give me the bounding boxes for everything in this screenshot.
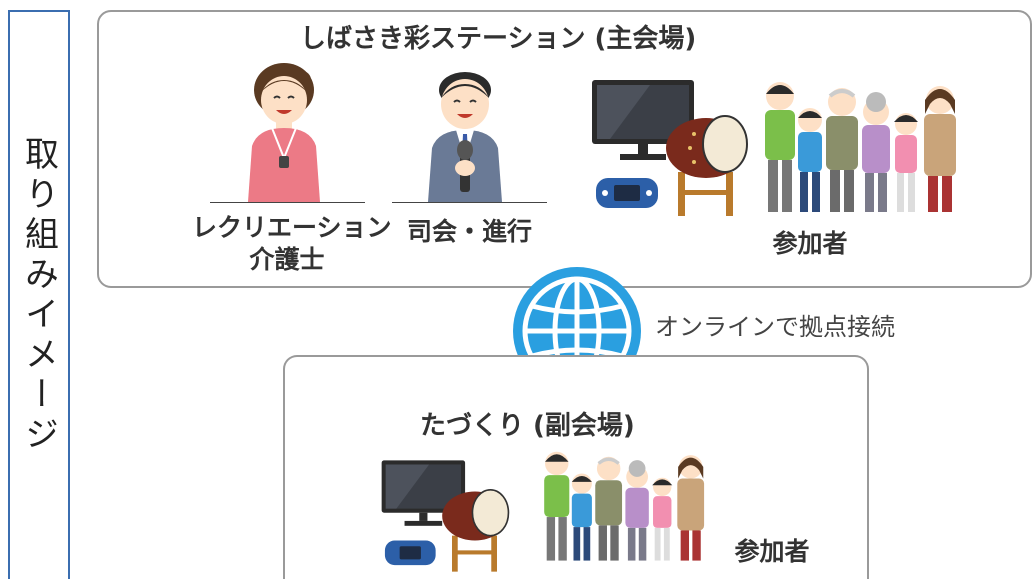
sub-participants-group-illustration — [544, 451, 705, 561]
main-venue-title: しばさき彩ステーション (主会場) — [300, 24, 697, 54]
side-label-text: 取り組みイメージ — [18, 135, 59, 456]
side-label-box: 取り組みイメージ — [8, 10, 70, 579]
participants-group-illustration — [765, 82, 956, 212]
mc-underline — [392, 202, 547, 203]
care-worker-label-line1: レクリエーション — [192, 213, 392, 242]
care-worker-illustration — [248, 63, 320, 202]
participants-label-sub: 参加者 — [734, 537, 810, 566]
participants-label-main: 参加者 — [772, 229, 848, 258]
mc-label: 司会・進行 — [406, 217, 532, 246]
sub-game-setup-illustration — [381, 460, 510, 572]
online-connection-label: オンラインで拠点接続 — [655, 313, 895, 341]
game-setup-illustration — [592, 80, 748, 216]
care-worker-label-line2: 介護士 — [249, 245, 325, 274]
care-worker-underline — [210, 202, 365, 203]
sub-venue-title: たづくり (副会場) — [420, 411, 635, 441]
mc-illustration — [428, 72, 502, 202]
